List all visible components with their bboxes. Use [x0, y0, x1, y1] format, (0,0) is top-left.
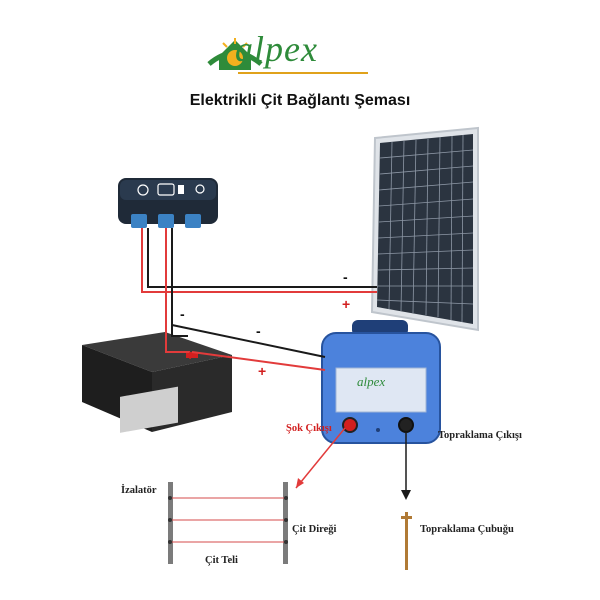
energizer-negative-sign: -	[256, 323, 261, 339]
solar-positive-sign: +	[342, 296, 351, 312]
fence-post-label: Çit Direği	[292, 524, 337, 535]
charge-controller-icon	[118, 178, 218, 228]
battery-icon	[82, 332, 232, 433]
shock-output-arrow-icon	[296, 478, 304, 488]
sun-house-logo-icon	[207, 38, 263, 70]
insulator-label: İzalatör	[121, 485, 157, 496]
wire-battery-energizer	[171, 324, 326, 371]
fence-wire-label: Çit Teli	[205, 555, 238, 566]
shock-output-label: Şok Çıkışı	[286, 423, 332, 434]
wire-controller-battery	[165, 228, 190, 353]
fence-icon	[168, 482, 288, 564]
energizer-positive-sign: +	[258, 363, 267, 379]
solar-panel-icon	[370, 126, 479, 332]
battery-positive-sign: +	[186, 347, 195, 363]
fence-energizer-icon: alpex	[321, 320, 441, 444]
brand-underline	[238, 72, 368, 74]
ground-output-label: Topraklama Çıkışı	[438, 430, 522, 441]
solar-negative-sign: -	[343, 269, 348, 285]
shock-output-wire	[295, 427, 346, 489]
ground-rod-label: Topraklama Çubuğu	[420, 524, 514, 535]
ground-output-arrow-icon	[401, 490, 411, 500]
brand-name: alpex	[235, 29, 318, 69]
wire-controller-solar	[141, 228, 377, 293]
diagram-title: Elektrikli Çit Bağlantı Şeması	[189, 92, 411, 109]
battery-negative-sign: -	[180, 306, 185, 322]
ground-rod-icon	[401, 512, 412, 570]
energizer-brand-label: alpex	[357, 374, 385, 389]
